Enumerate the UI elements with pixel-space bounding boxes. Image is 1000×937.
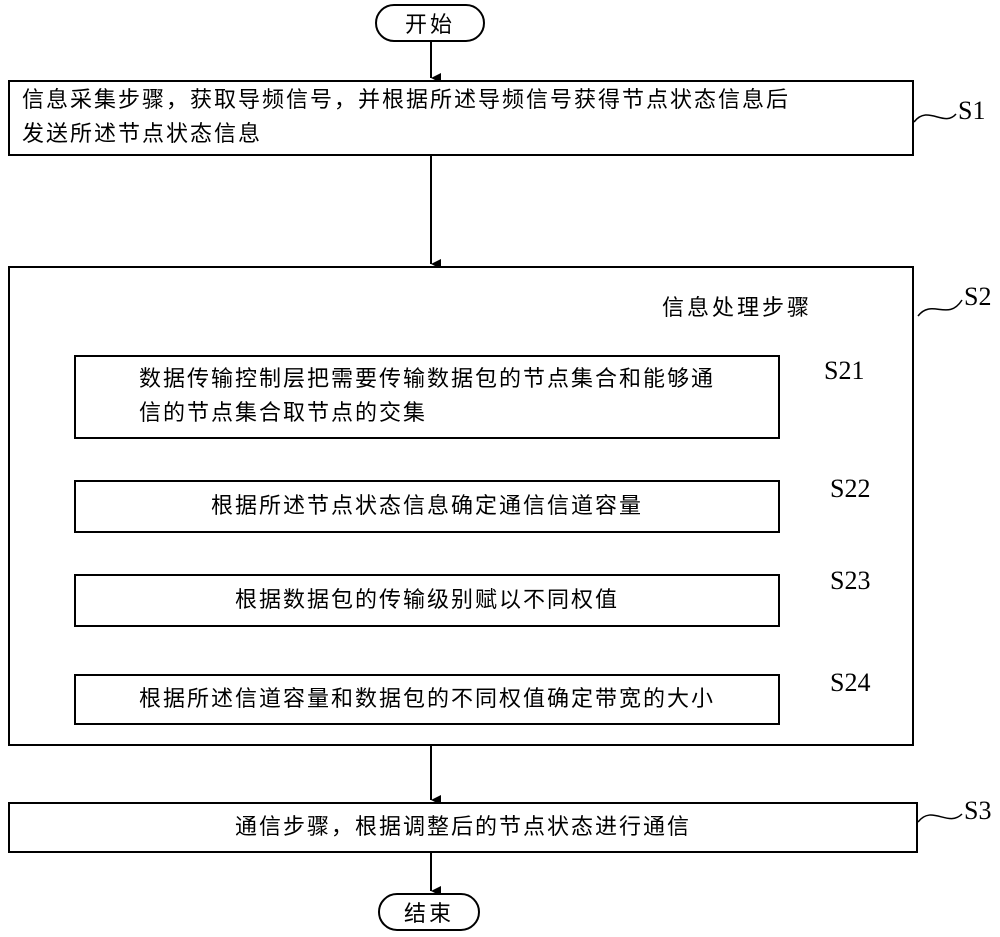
tag-s22: S22	[830, 474, 871, 503]
start-terminal: 开始	[375, 4, 485, 42]
step-s23-text: 根据数据包的传输级别赋以不同权值	[234, 587, 619, 613]
step-s24: 根据所述信道容量和数据包的不同权值确定带宽的大小	[74, 674, 780, 725]
step-s1-line2: 发送所述节点状态信息	[22, 122, 263, 147]
step-s21: 数据传输控制层把需要传输数据包的节点集合和能够通 信的节点集合取节点的交集	[74, 355, 780, 439]
step-s1: 信息采集步骤，获取导频信号，并根据所述导频信号获得节点状态信息后 发送所述节点状…	[8, 80, 914, 156]
end-terminal: 结束	[378, 893, 480, 931]
step-s22: 根据所述节点状态信息确定通信信道容量	[74, 480, 780, 533]
step-s3: 通信步骤，根据调整后的节点状态进行通信	[8, 802, 918, 853]
step-s24-text: 根据所述信道容量和数据包的不同权值确定带宽的大小	[138, 686, 715, 712]
leader-s2	[917, 299, 963, 317]
leader-s3	[917, 813, 963, 823]
step-s21-line2: 信的节点集合取节点的交集	[138, 401, 427, 426]
step-s21-line1: 数据传输控制层把需要传输数据包的节点集合和能够通	[138, 367, 715, 392]
tag-s21: S21	[824, 356, 865, 385]
tag-s3: S3	[964, 796, 992, 825]
step-s3-text: 通信步骤，根据调整后的节点状态进行通信	[234, 814, 691, 840]
leader-s1	[913, 113, 957, 123]
tag-s1: S1	[958, 96, 986, 125]
start-label: 开始	[404, 13, 455, 38]
tag-s23: S23	[830, 566, 871, 595]
step-s1-line1: 信息采集步骤，获取导频信号，并根据所述导频信号获得节点状态信息后	[22, 88, 791, 113]
step-s22-text: 根据所述节点状态信息确定通信信道容量	[210, 493, 643, 519]
tag-s24: S24	[830, 668, 871, 697]
step-s2-title: 信息处理步骤	[662, 296, 813, 321]
tag-s2: S2	[964, 282, 992, 311]
step-s23: 根据数据包的传输级别赋以不同权值	[74, 574, 780, 627]
end-label: 结束	[403, 902, 454, 927]
